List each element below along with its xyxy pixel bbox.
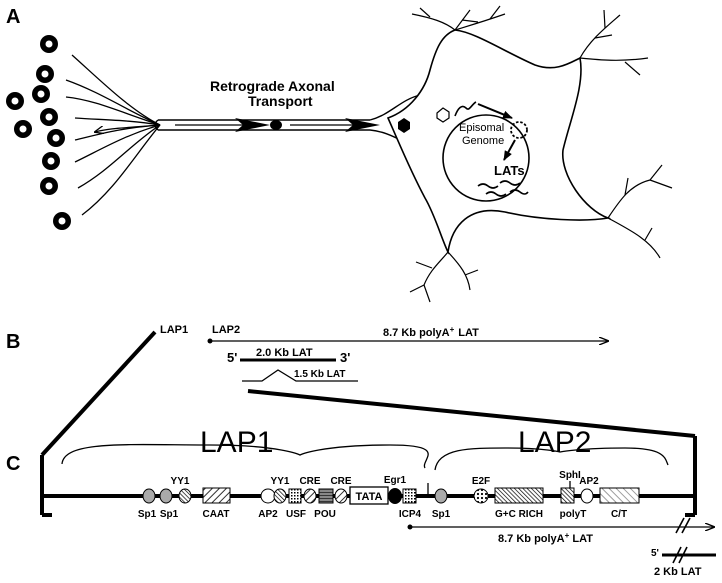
virus-particle (36, 65, 54, 83)
egr1-element (388, 488, 402, 504)
c-ct-label: C/T (611, 509, 627, 520)
sp1-element (142, 488, 156, 504)
c-sphi-label: SphI (559, 470, 581, 481)
virion-entry (398, 101, 513, 133)
icp4-element (402, 488, 417, 504)
zoom-line-left (40, 330, 157, 457)
c-yy1-label-1: YY1 (171, 476, 190, 487)
transport-label-2: Transport (248, 93, 313, 109)
virus-particle (42, 152, 60, 170)
c-cre-label-1: CRE (299, 476, 320, 487)
b-lat20-label: 2.0 Kb LAT (256, 347, 313, 359)
tata-label: TATA (356, 491, 383, 503)
virus-particle (40, 108, 58, 126)
c-cre-label-2: CRE (330, 476, 351, 487)
b-five-prime: 5' (227, 350, 237, 365)
b-lap2-label: LAP2 (212, 324, 240, 336)
zoom-line-right (247, 389, 696, 438)
virus-particle (53, 212, 71, 230)
virus-particle (47, 129, 65, 147)
virus-particles (6, 35, 71, 230)
lap2-brace (434, 447, 669, 471)
b-lat87-label: 8.7 Kb polyA+LAT (383, 325, 479, 339)
cre-element (303, 488, 317, 504)
dendrites (409, 5, 673, 303)
sp1-element (434, 488, 448, 504)
sp1-element (159, 488, 173, 504)
c-ap2-label-top: AP2 (579, 476, 599, 487)
arrow-break-mark (675, 517, 691, 534)
panel-a: A (6, 5, 673, 303)
c-e2f-label: E2F (472, 476, 490, 487)
pou-element (318, 488, 334, 504)
yy1-element (178, 488, 192, 504)
b-lat15-spliced (242, 369, 358, 382)
lat-transcripts (477, 180, 529, 197)
c-lat87-label: 8.7 Kb polyA+ LAT (498, 531, 593, 545)
c-sp1-label-3: Sp1 (432, 509, 451, 520)
caat-box (202, 487, 231, 504)
lats-label: LATs (494, 163, 525, 178)
c-ap2-label-bottom: AP2 (258, 509, 278, 520)
lap1-brace (61, 443, 429, 469)
c-lap2-label: LAP2 (518, 426, 591, 459)
panel-b: B LAP1 LAP2 8.7 Kb polyA+LAT 5' 2.0 Kb L… (6, 324, 696, 457)
yy1-element (273, 488, 287, 504)
c-polyt-label: polyT (560, 509, 587, 520)
c-icp4-label: ICP4 (399, 509, 422, 520)
ap2-element (580, 488, 594, 504)
c-egr1-label: Egr1 (384, 475, 407, 486)
ap2-element (260, 488, 276, 504)
panel-c-label: C (6, 453, 20, 475)
episomal-label-2: Genome (462, 135, 504, 147)
polyt-element (560, 487, 575, 504)
c-sp1-label-1: Sp1 (138, 509, 157, 520)
tata-box (349, 486, 389, 505)
virus-particle (14, 120, 32, 138)
c-five-prime: 5' (651, 548, 659, 559)
virus-particle (32, 85, 50, 103)
c-gc-rich-label: G+C RICH (495, 509, 543, 520)
cre-element (334, 488, 348, 504)
b-lap1-label: LAP1 (160, 324, 188, 336)
transport-arrowheads (235, 118, 380, 132)
ct-element (599, 487, 640, 504)
c-sp1-label-2: Sp1 (160, 509, 179, 520)
virus-particle (40, 35, 58, 53)
c-yy1-label-2: YY1 (271, 476, 290, 487)
transcription-arrow (503, 139, 516, 161)
gc-rich-region (494, 487, 544, 504)
axon-terminals (65, 54, 161, 216)
usf-element (288, 488, 302, 504)
transport-label-1: Retrograde Axonal (210, 78, 335, 94)
b-lat15-label: 1.5 Kb LAT (294, 369, 345, 380)
b-three-prime: 3' (340, 350, 350, 365)
panel-b-label: B (6, 331, 20, 353)
c-lat2kb-label: 2 Kb LAT (654, 566, 702, 578)
episomal-genome-icon (510, 121, 528, 139)
region-bracket (40, 436, 697, 515)
bar-break-mark (672, 546, 688, 564)
e2f-element (473, 488, 489, 504)
virus-particle (6, 92, 24, 110)
episomal-label-1: Episomal (459, 122, 504, 134)
nucleus (442, 114, 530, 202)
c-lap1-label: LAP1 (200, 426, 273, 459)
c-usf-label: USF (286, 509, 306, 520)
panel-c: C LAP1 LAP2 TATA YY1 Y (6, 426, 716, 578)
virus-particle (40, 177, 58, 195)
panel-a-label: A (6, 6, 20, 28)
c-pou-label: POU (314, 509, 336, 520)
c-caat-label: CAAT (202, 509, 229, 520)
